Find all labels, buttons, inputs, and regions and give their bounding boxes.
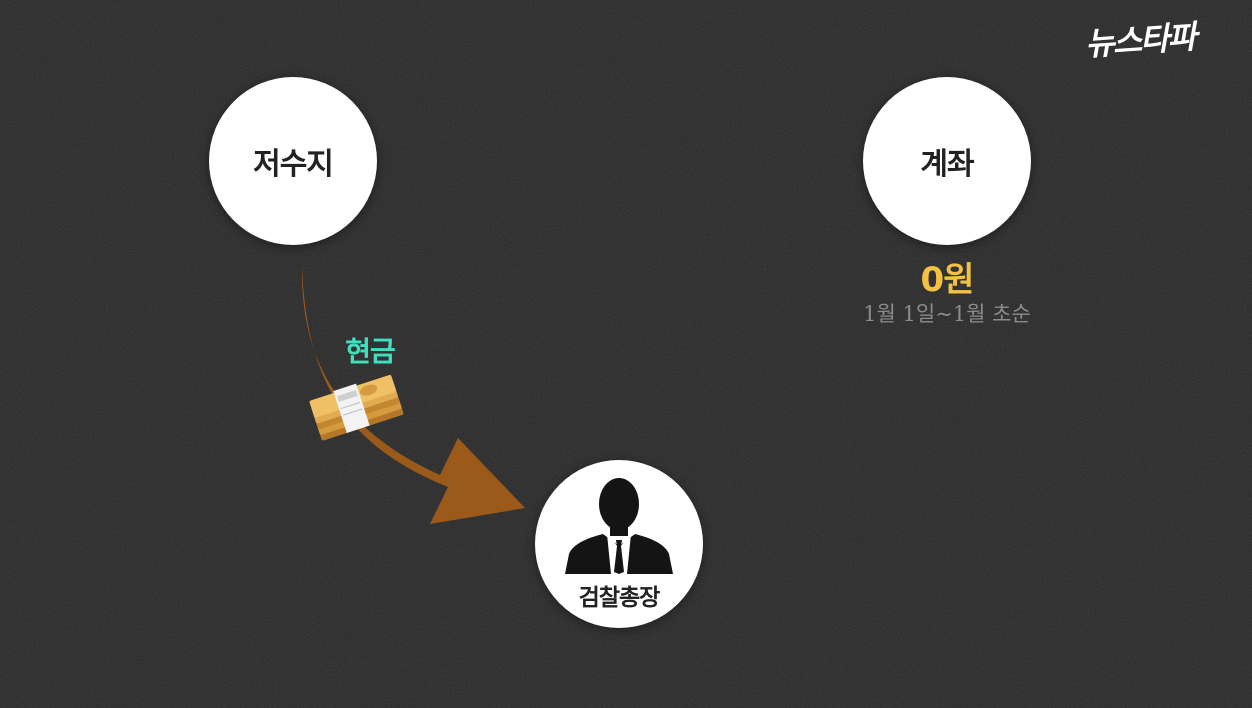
node-reservoir: 저수지 [209,77,377,245]
node-account-label: 계좌 [920,147,974,182]
newstapa-logo: 뉴스타파 [1083,17,1197,64]
cash-bundle-icon [309,374,404,441]
account-amount: 0원 [920,260,975,300]
person-silhouette-icon [565,478,673,574]
node-account: 계좌 [863,77,1031,245]
flow-arrow-shape [301,265,525,524]
account-period: 1월 1일~1월 초순 [863,302,1031,326]
flow-label-cash: 현금 [345,335,396,368]
node-reservoir-label: 저수지 [253,147,334,182]
node-prosecutor: 검찰총장 [535,460,703,628]
node-prosecutor-label: 검찰총장 [578,585,661,611]
